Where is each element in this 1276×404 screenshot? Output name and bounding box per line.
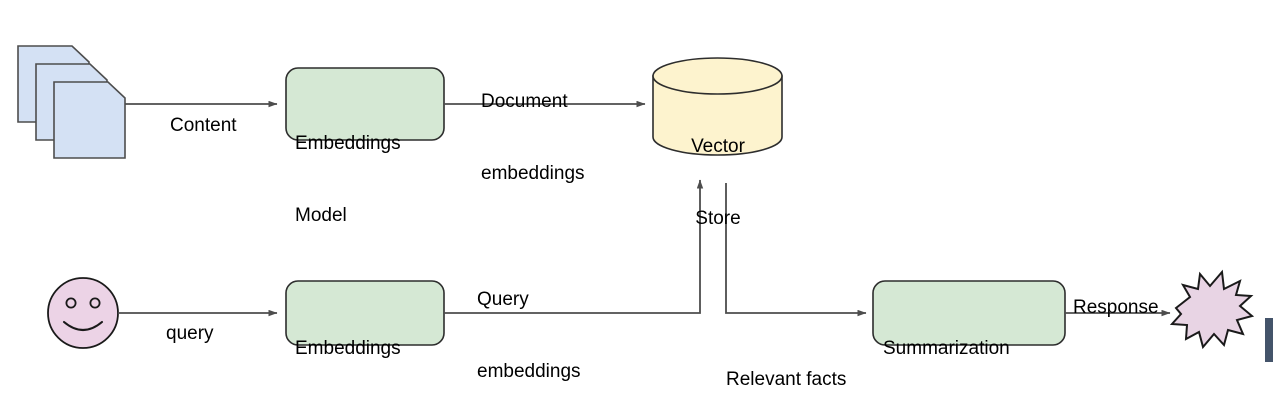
embeddings-model-bottom-shape[interactable] <box>285 280 445 346</box>
vector-store-shape[interactable] <box>652 57 783 156</box>
user-eye-right-icon <box>89 297 101 309</box>
user-smile-icon <box>62 320 104 332</box>
user-node[interactable] <box>47 277 119 349</box>
summarization-model-shape[interactable] <box>872 280 1066 346</box>
document-sheet-front <box>53 81 126 159</box>
user-eye-left-icon <box>65 297 77 309</box>
edge-query-embeddings <box>444 179 704 314</box>
documents-node[interactable] <box>17 45 126 159</box>
response-burst-shape[interactable] <box>1169 269 1255 350</box>
edge-relevant-facts <box>725 183 867 317</box>
user-face-circle <box>47 277 119 349</box>
text-cursor-icon <box>1265 318 1273 362</box>
embeddings-model-top-shape[interactable] <box>285 67 445 141</box>
